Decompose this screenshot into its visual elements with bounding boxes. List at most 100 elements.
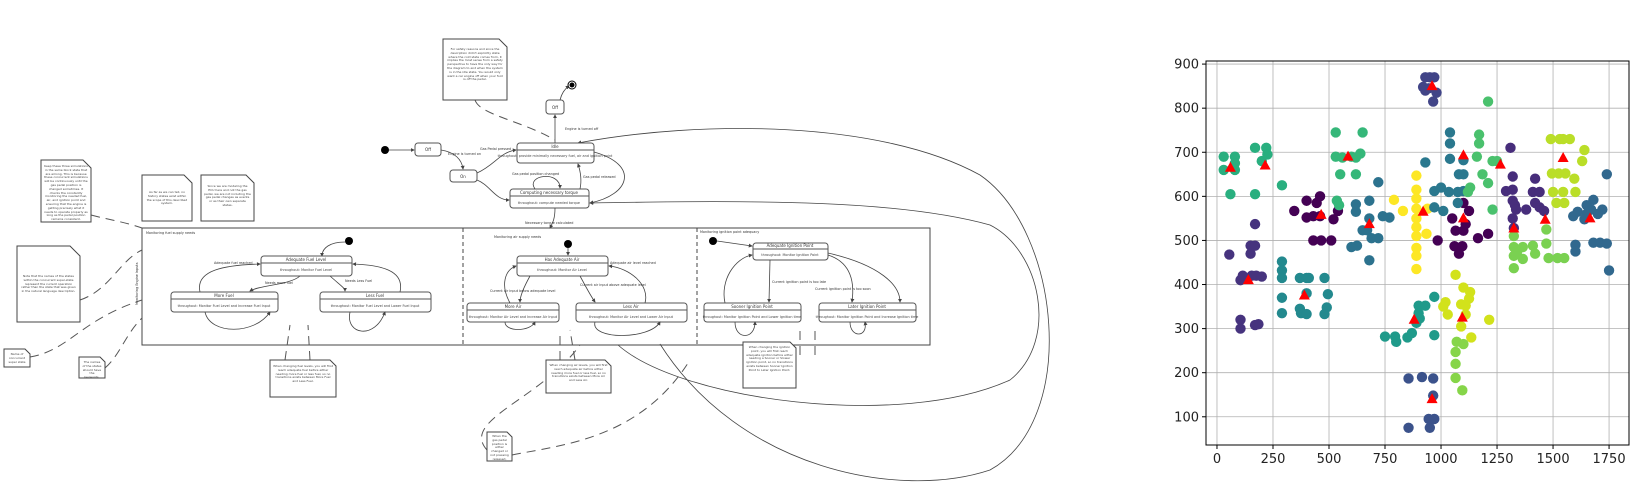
region-label-air: Monitoring air supply needs <box>494 235 541 239</box>
data-point-cluster-17 <box>1527 240 1539 251</box>
state-on: On <box>449 169 478 183</box>
data-point-cluster-15 <box>1473 138 1485 149</box>
data-point-cluster-7 <box>1379 331 1391 342</box>
centroid-triangle <box>1456 311 1468 322</box>
data-point-cluster-15 <box>1482 177 1494 189</box>
note-history: As far as we can tell, no history states… <box>141 174 193 222</box>
data-point-cluster-1 <box>1276 180 1288 191</box>
data-point-cluster-16 <box>1507 184 1518 195</box>
data-point-cluster-16 <box>1538 205 1550 217</box>
data-point-cluster-7 <box>1391 336 1402 348</box>
data-point-cluster-1 <box>1225 188 1236 200</box>
data-point-cluster-10 <box>1403 422 1414 434</box>
svg-text:throughout: Monitor Air Level: throughout: Monitor Air Level and Increa… <box>469 315 558 319</box>
data-point-cluster-12 <box>1450 372 1461 384</box>
data-point-cluster-12 <box>1457 385 1468 396</box>
data-point-cluster-3 <box>1276 272 1288 284</box>
data-point-cluster-18 <box>1559 197 1570 209</box>
centroid-triangle <box>1242 274 1254 285</box>
data-point-cluster-6 <box>1351 240 1363 251</box>
data-point-cluster-13 <box>1447 213 1458 224</box>
data-point-cluster-7 <box>1429 291 1440 303</box>
data-point-cluster-15 <box>1462 186 1474 198</box>
data-point-cluster-15 <box>1473 129 1485 140</box>
data-point-cluster-11 <box>1450 269 1461 281</box>
data-point-cluster-19 <box>1570 246 1581 257</box>
data-point-cluster-5 <box>1335 169 1346 180</box>
svg-text:throughout: Monitor Ignition P: throughout: Monitor Ignition Point and L… <box>703 315 802 319</box>
note-concurrent: Keep these three simulations in the same… <box>40 159 92 223</box>
svg-text:throughout: provide minimally: throughout: provide minimally necessary … <box>498 154 613 158</box>
centroid-triangle <box>1539 213 1551 224</box>
data-point-cluster-19 <box>1601 238 1613 249</box>
data-point-cluster-4 <box>1308 235 1319 246</box>
data-point-cluster-19 <box>1581 199 1592 211</box>
data-point-cluster-9 <box>1429 72 1440 83</box>
label-ignition-sooner: Current ignition point is too late <box>772 280 826 284</box>
data-point-cluster-11 <box>1438 301 1449 312</box>
note-superstate-name: Name of concurrent super state <box>3 348 31 368</box>
region-label-fuel: Monitoring fuel supply needs <box>146 231 195 235</box>
svg-text:Off: Off <box>552 105 558 110</box>
transition-gas-changed-loop <box>589 200 1040 406</box>
data-point-cluster-11 <box>1442 309 1453 320</box>
data-point-cluster-14 <box>1444 127 1456 138</box>
data-point-cluster-1 <box>1218 151 1229 162</box>
data-point-cluster-4 <box>1289 205 1300 217</box>
data-point-cluster-14 <box>1452 197 1464 209</box>
svg-text:Adequate Fuel Level: Adequate Fuel Level <box>286 257 327 262</box>
svg-text:Less Air: Less Air <box>623 304 639 309</box>
centroid-triangle <box>1557 151 1569 162</box>
data-point-cluster-6 <box>1373 177 1384 188</box>
data-point-cluster-16 <box>1510 204 1522 215</box>
data-point-cluster-2 <box>1245 248 1256 259</box>
data-point-cluster-8 <box>1411 242 1422 254</box>
label-engine-on: Engine is turned on <box>448 152 481 156</box>
note-gas-pedal: Since we are modeling the ECU here and n… <box>200 174 255 222</box>
data-point-cluster-17 <box>1543 252 1554 264</box>
state-off: Off <box>414 142 442 157</box>
x-tick-label: 500 <box>1317 452 1342 467</box>
state-off-final: Off <box>545 99 565 115</box>
data-point-cluster-7 <box>1406 327 1418 339</box>
data-point-cluster-17 <box>1541 224 1552 235</box>
data-point-cluster-18 <box>1570 186 1581 198</box>
data-point-cluster-14 <box>1438 205 1449 217</box>
centroid-triangle <box>1224 161 1236 172</box>
data-point-cluster-10 <box>1416 371 1428 383</box>
label-more-air: Current air input below adequate level <box>490 289 556 293</box>
data-point-cluster-6 <box>1384 212 1395 223</box>
data-point-cluster-8 <box>1411 263 1422 275</box>
data-point-cluster-13 <box>1453 248 1465 259</box>
x-tick-label: 1750 <box>1593 452 1626 467</box>
data-point-cluster-11 <box>1466 332 1477 343</box>
data-point-cluster-12 <box>1450 346 1461 358</box>
svg-text:More Fuel: More Fuel <box>214 293 233 298</box>
data-point-cluster-14 <box>1444 153 1456 165</box>
x-tick-label: 750 <box>1373 452 1398 467</box>
data-point-cluster-13 <box>1449 240 1460 252</box>
data-point-cluster-16 <box>1529 173 1541 184</box>
note-keywords: The names of the states should have the … <box>78 356 106 379</box>
data-point-cluster-9 <box>1427 96 1439 107</box>
note-state-names: Note that the names of the states within… <box>16 245 81 323</box>
data-point-cluster-5 <box>1333 199 1345 211</box>
centroid-triangle <box>1508 222 1520 233</box>
svg-text:throughout: Monitor Air Level: throughout: Monitor Air Level <box>537 268 587 272</box>
final-state <box>567 80 577 90</box>
y-tick-label: 100 <box>1174 410 1199 425</box>
data-point-cluster-3 <box>1276 292 1288 303</box>
data-point-cluster-17 <box>1541 238 1552 249</box>
centroid-triangle <box>1363 218 1375 229</box>
svg-text:More Air: More Air <box>505 304 522 309</box>
data-point-cluster-3 <box>1301 308 1312 320</box>
label-adequate-fuel: Adequate fuel reached <box>214 261 253 265</box>
data-point-cluster-3 <box>1319 308 1330 320</box>
y-tick-label: 600 <box>1174 190 1199 205</box>
note-safety: For safety reasons and since the descrip… <box>442 38 508 101</box>
